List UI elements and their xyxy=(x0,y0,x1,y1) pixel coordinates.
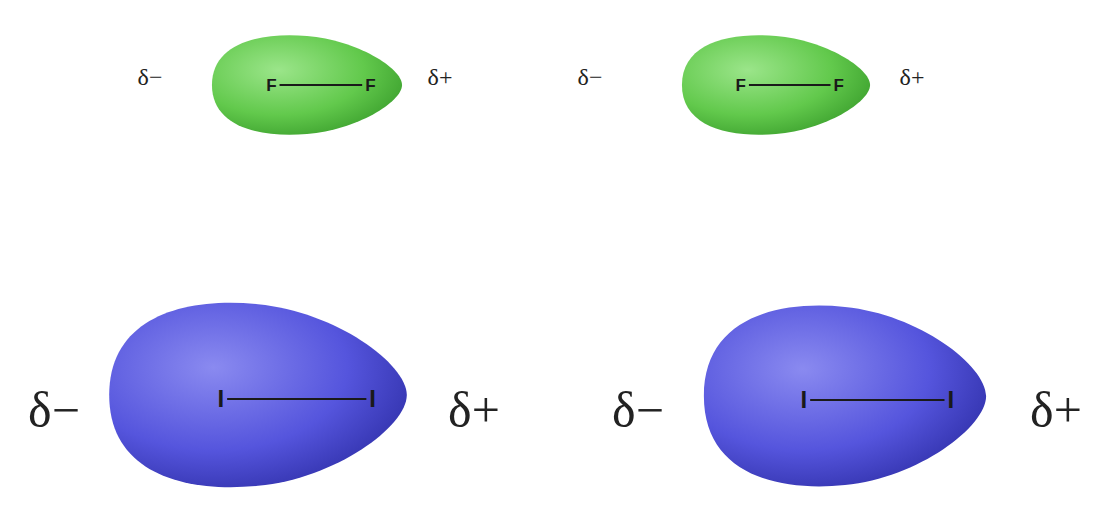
bond-line xyxy=(208,30,406,140)
bond-line xyxy=(678,30,874,140)
atom-symbol: I xyxy=(217,387,224,411)
atom-symbol: F xyxy=(834,77,844,94)
partial-charge: δ− xyxy=(578,65,603,89)
atom-symbol: I xyxy=(947,388,954,412)
atom-symbol: I xyxy=(800,388,807,412)
atom-symbol: I xyxy=(369,387,376,411)
electron-cloud xyxy=(103,293,413,497)
partial-charge: δ− xyxy=(612,385,664,435)
partial-charge: δ− xyxy=(28,385,80,435)
atom-symbol: F xyxy=(266,77,276,94)
molecule-cloud: II xyxy=(103,293,413,497)
atom-symbol: F xyxy=(736,77,746,94)
partial-charge: δ+ xyxy=(900,65,925,89)
molecule-cloud: FF xyxy=(208,30,406,140)
molecule-cloud: FF xyxy=(678,30,874,140)
partial-charge: δ+ xyxy=(1030,385,1082,435)
partial-charge: δ− xyxy=(138,65,163,89)
bond-line xyxy=(103,293,413,497)
atom-symbol: F xyxy=(365,77,375,94)
partial-charge: δ+ xyxy=(428,65,453,89)
molecule-cloud: II xyxy=(698,296,992,496)
partial-charge: δ+ xyxy=(448,385,500,435)
